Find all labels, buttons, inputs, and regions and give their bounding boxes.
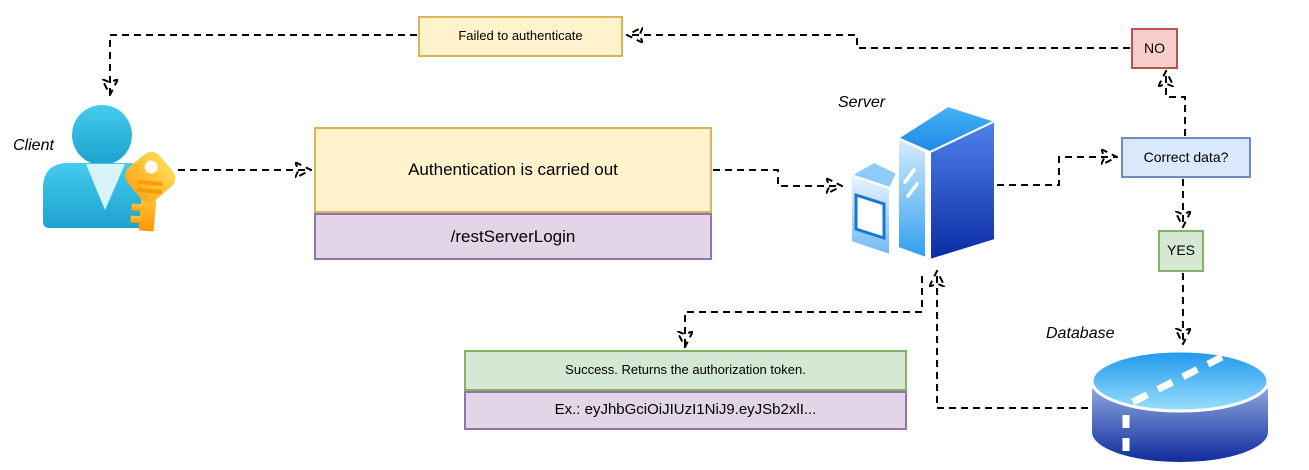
authentication-box: Authentication is carried out xyxy=(314,127,712,213)
connector-failed-to-client xyxy=(110,34,417,94)
connector-server-to-question xyxy=(997,157,1116,186)
failed-to-authenticate-box: Failed to authenticate xyxy=(418,16,623,57)
rest-endpoint-box: /restServerLogin xyxy=(314,213,712,260)
cylinder-top xyxy=(1090,349,1270,413)
person-with-key-icon xyxy=(43,105,176,232)
person-collar xyxy=(86,164,125,210)
key-icon xyxy=(125,151,176,232)
token-example-box: Ex.: eyJhbGciOiJIUzI1NiJ9.eyJSb2xlI... xyxy=(464,391,907,430)
person-body xyxy=(43,163,153,228)
server-monitor xyxy=(850,161,898,256)
tower-front-face xyxy=(897,137,927,259)
person-head xyxy=(72,105,132,165)
server-tower-3d-icon xyxy=(850,105,996,261)
database-label: Database xyxy=(1046,325,1115,342)
connector-no-to-failed xyxy=(628,35,1130,48)
connector-auth-to-server xyxy=(713,170,841,186)
tower-top-face xyxy=(897,105,996,153)
server-label: Server xyxy=(838,94,886,111)
correct-data-question-box: Correct data? xyxy=(1121,137,1251,178)
yes-box: YES xyxy=(1158,230,1204,272)
success-box: Success. Returns the authorization token… xyxy=(464,350,907,391)
connector-database-to-server xyxy=(937,272,1088,409)
database-cylinder-3d-icon xyxy=(1090,349,1270,462)
no-box: NO xyxy=(1131,28,1178,69)
connector-server-to-success xyxy=(685,276,923,346)
client-label: Client xyxy=(13,137,54,154)
connector-question-to-no xyxy=(1166,72,1186,136)
monitor-screen xyxy=(854,192,886,241)
